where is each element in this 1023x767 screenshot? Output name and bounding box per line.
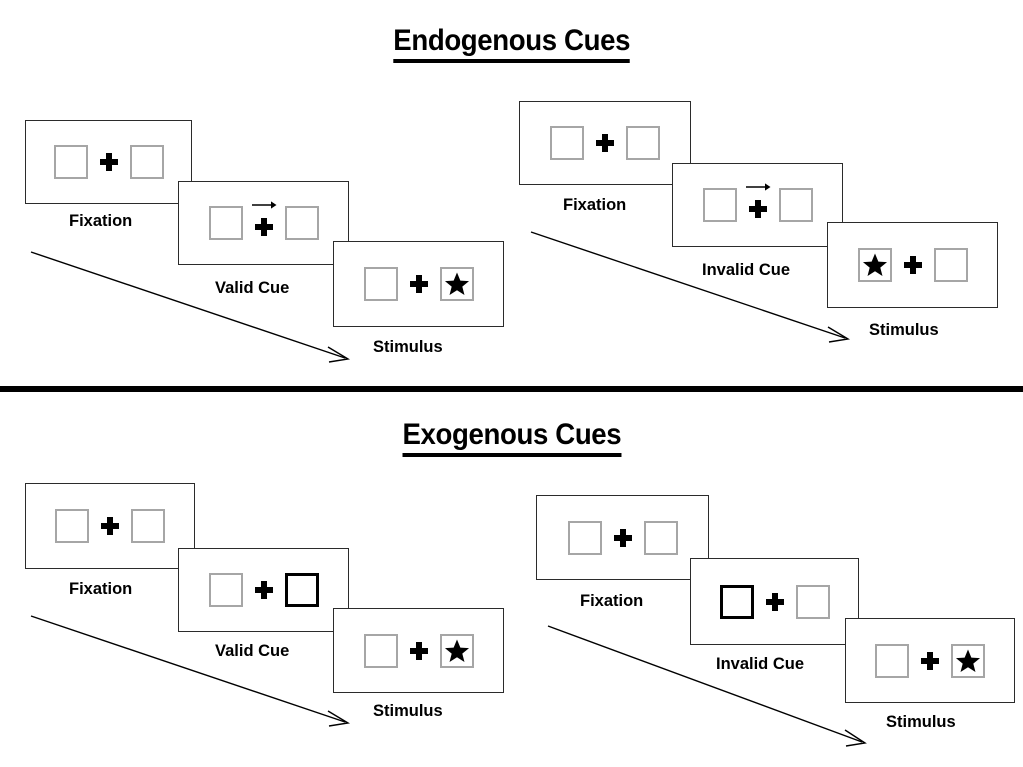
caption-stimulus: Stimulus xyxy=(886,713,956,731)
plus-icon xyxy=(765,592,784,611)
section-title-exogenous: Exogenous Cues xyxy=(0,418,1023,457)
left-placeholder-box xyxy=(208,573,243,607)
plus-icon xyxy=(748,200,767,218)
section-title-endogenous-text: Endogenous Cues xyxy=(393,24,630,63)
frame-content xyxy=(363,629,474,673)
section-title-exogenous-text: Exogenous Cues xyxy=(402,418,621,457)
trial-frame-fixation[interactable] xyxy=(25,483,195,569)
frame-content xyxy=(702,183,813,227)
trial-frame-stimulus[interactable] xyxy=(333,241,504,327)
plus-icon xyxy=(409,275,428,293)
section-divider xyxy=(0,386,1023,392)
plus-icon xyxy=(596,134,614,152)
plus-icon xyxy=(613,528,632,547)
caption-valid-cue: Valid Cue xyxy=(215,279,290,297)
plus-icon xyxy=(101,517,119,535)
plus-icon xyxy=(921,651,939,670)
left-placeholder-box xyxy=(53,145,88,179)
fixation-cross-container xyxy=(602,516,644,560)
frame-content xyxy=(550,121,660,165)
trial-frame-valid-cue[interactable] xyxy=(178,548,349,632)
trial-frame-stimulus[interactable] xyxy=(333,608,504,693)
left-placeholder-box xyxy=(702,188,737,222)
fixation-cross-container xyxy=(584,121,626,165)
caption-fixation: Fixation xyxy=(69,212,133,230)
arrow-right-icon xyxy=(251,200,277,210)
left-cued-box xyxy=(719,584,754,619)
caption-invalid-cue: Invalid Cue xyxy=(716,655,805,673)
trial-frame-fixation[interactable] xyxy=(25,120,192,204)
plus-icon xyxy=(254,218,273,236)
trial-frame-valid-cue[interactable] xyxy=(178,181,349,265)
frame-content xyxy=(363,262,474,306)
frame-content xyxy=(857,243,968,287)
caption-stimulus: Stimulus xyxy=(869,321,939,339)
fixation-cross-container xyxy=(243,201,285,245)
right-placeholder-box xyxy=(129,145,164,179)
frame-content xyxy=(719,580,830,624)
frame-content xyxy=(53,140,164,184)
caption-stimulus: Stimulus xyxy=(373,338,443,356)
frame-content xyxy=(55,504,165,548)
right-stimulus-box xyxy=(951,643,985,678)
plus-icon xyxy=(99,153,118,171)
caption-fixation: Fixation xyxy=(563,196,627,214)
star-icon xyxy=(955,648,981,674)
frame-content xyxy=(567,516,678,560)
right-placeholder-box xyxy=(778,188,813,222)
trial-frame-fixation[interactable] xyxy=(536,495,709,580)
fixation-cross-container xyxy=(243,568,285,612)
frame-content xyxy=(208,201,319,245)
fixation-cross-container xyxy=(754,580,796,624)
fixation-cross-container xyxy=(892,243,934,287)
left-placeholder-box xyxy=(550,126,584,160)
star-icon xyxy=(862,252,888,278)
left-stimulus-box xyxy=(857,248,892,282)
caption-invalid-cue: Invalid Cue xyxy=(702,261,791,279)
right-stimulus-box xyxy=(439,267,474,301)
right-stimulus-box xyxy=(439,633,474,668)
fixation-cross-container xyxy=(88,140,130,184)
trial-frame-invalid-cue[interactable] xyxy=(672,163,843,247)
left-placeholder-box xyxy=(208,206,243,240)
arrow-right-icon xyxy=(745,182,771,192)
frame-content xyxy=(208,568,319,612)
diagonal-arrow-icon-endogenous-valid xyxy=(28,248,358,368)
section-title-endogenous: Endogenous Cues xyxy=(0,24,1023,63)
right-placeholder-box xyxy=(643,520,678,555)
left-placeholder-box xyxy=(875,643,909,678)
star-icon xyxy=(444,638,470,664)
caption-stimulus: Stimulus xyxy=(373,702,443,720)
caption-fixation: Fixation xyxy=(69,580,133,598)
right-placeholder-box xyxy=(933,248,968,282)
plus-icon xyxy=(903,256,922,274)
star-icon xyxy=(444,271,470,297)
frame-content xyxy=(875,639,985,683)
left-placeholder-box xyxy=(363,267,398,301)
fixation-cross-container xyxy=(909,639,951,683)
fixation-cross-container xyxy=(89,504,131,548)
right-placeholder-box xyxy=(795,584,830,619)
left-placeholder-box xyxy=(55,509,89,543)
left-placeholder-box xyxy=(567,520,602,555)
plus-icon xyxy=(254,581,273,599)
plus-icon xyxy=(409,641,428,660)
trial-frame-stimulus[interactable] xyxy=(845,618,1015,703)
right-placeholder-box xyxy=(284,206,319,240)
trial-frame-fixation[interactable] xyxy=(519,101,691,185)
trial-frame-invalid-cue[interactable] xyxy=(690,558,859,645)
right-placeholder-box xyxy=(131,509,165,543)
fixation-cross-container xyxy=(398,262,440,306)
right-placeholder-box xyxy=(626,126,660,160)
left-placeholder-box xyxy=(363,633,398,668)
caption-valid-cue: Valid Cue xyxy=(215,642,290,660)
fixation-cross-container xyxy=(398,629,440,673)
right-cued-box xyxy=(284,573,319,607)
trial-frame-stimulus[interactable] xyxy=(827,222,998,308)
fixation-cross-container xyxy=(737,183,779,227)
caption-fixation: Fixation xyxy=(580,592,644,610)
